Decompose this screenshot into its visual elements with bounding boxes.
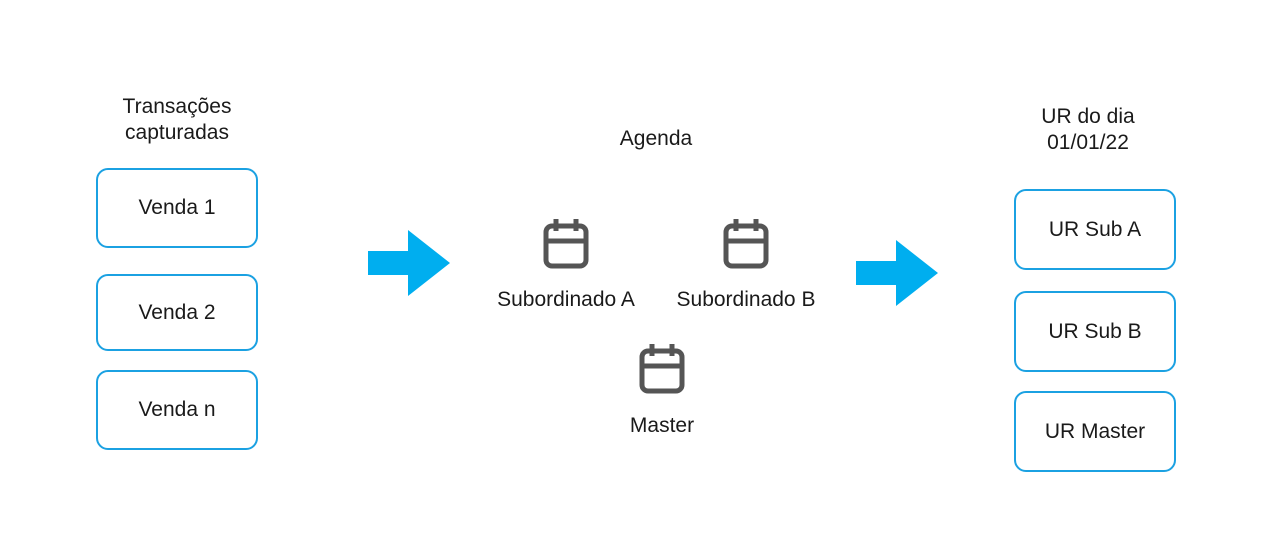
ur-sub-b-box: UR Sub B <box>1014 291 1176 372</box>
calendar-label-subordinado-b: Subordinado B <box>676 288 816 311</box>
ur-master-box: UR Master <box>1014 391 1176 472</box>
ur-sub-a-box: UR Sub A <box>1014 189 1176 270</box>
left-column-heading: Transações capturadas <box>122 95 232 144</box>
calendar-icon <box>543 219 589 269</box>
venda-1-box: Venda 1 <box>96 168 258 248</box>
agenda-heading: Agenda <box>619 127 693 150</box>
venda-2-box: Venda 2 <box>96 274 258 351</box>
calendar-icon <box>723 219 769 269</box>
calendar-label-master: Master <box>629 414 695 437</box>
calendar-icon <box>639 344 685 394</box>
venda-n-box: Venda n <box>96 370 258 450</box>
right-column-heading: UR do dia 01/01/22 <box>1041 105 1135 154</box>
calendar-label-subordinado-a: Subordinado A <box>497 288 635 311</box>
right-arrow-icon <box>368 230 450 296</box>
right-arrow-icon <box>856 240 938 306</box>
